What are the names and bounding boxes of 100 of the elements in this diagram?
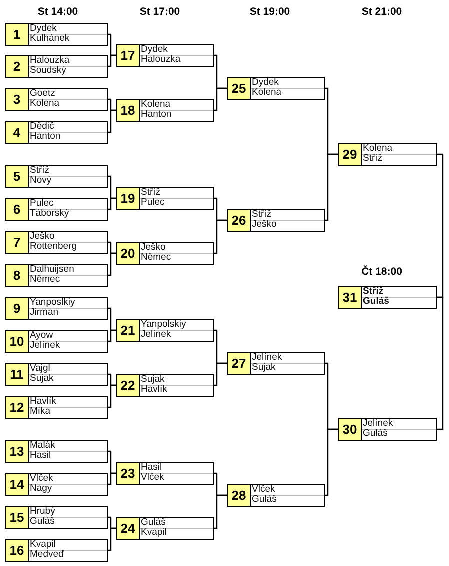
player-name: Halouzka (29, 56, 107, 67)
match-box (338, 143, 437, 166)
match-number: 10 (6, 331, 29, 352)
player-name: Halouzka (140, 55, 182, 65)
player-name: Vlček (29, 474, 107, 485)
bracket-line (108, 110, 116, 134)
player-name: Hanton (140, 110, 173, 120)
match-number: 25 (228, 78, 251, 99)
player-name: Havlík (140, 385, 168, 395)
player-name: Malák (29, 441, 107, 452)
match-box (116, 517, 214, 540)
match-number: 21 (117, 320, 140, 341)
match-box (5, 231, 108, 254)
player-name: Jelínek (362, 419, 436, 430)
match-number: 15 (6, 507, 29, 528)
player-name: Kolena (251, 88, 283, 98)
player-name: Kolena (29, 99, 61, 109)
match-number: 30 (339, 419, 362, 440)
player-name: Dydek (251, 78, 324, 89)
match-number: 5 (6, 166, 29, 187)
match-number: 7 (6, 232, 29, 253)
bracket-line (214, 362, 227, 386)
player-name: Dalhuijsen (29, 265, 107, 276)
match-number: 2 (6, 56, 29, 77)
player-name: Vlček (140, 473, 166, 483)
match-number: 19 (117, 188, 140, 209)
player-name: Havlík (29, 397, 107, 408)
match-box (5, 473, 108, 496)
match-number: 8 (6, 265, 29, 286)
player-name: Hanton (29, 132, 62, 142)
match-number: 9 (6, 298, 29, 319)
player-name: Táborský (29, 209, 70, 219)
bracket-line (108, 198, 116, 210)
match-box (5, 55, 108, 78)
round-time-heading: St 21:00 (362, 6, 402, 18)
match-number: 26 (228, 210, 251, 231)
player-name: Guláš (362, 429, 389, 439)
player-name: Rottenberg (29, 242, 78, 252)
match-number: 24 (117, 518, 140, 539)
match-number: 12 (6, 397, 29, 418)
player-name: Guláš (140, 518, 213, 529)
player-name: Stříž (362, 154, 384, 164)
player-name: Hasil (29, 451, 52, 461)
match-number: 14 (6, 474, 29, 495)
bracket-line (108, 330, 116, 342)
match-number: 6 (6, 199, 29, 220)
player-name: Kvapil (29, 540, 107, 551)
player-name: Stříž (140, 188, 213, 199)
round-time-heading: St 19:00 (250, 6, 290, 18)
round-time-heading: St 17:00 (140, 6, 180, 18)
player-name: Hrubý (29, 507, 107, 518)
player-name: Sujak (251, 363, 277, 373)
match-box (338, 418, 437, 441)
player-name: Guláš (362, 297, 390, 307)
match-number: 31 (339, 287, 362, 308)
match-number: 18 (117, 100, 140, 121)
player-name: Vajgl (29, 364, 107, 375)
match-box (116, 187, 214, 210)
match-box (5, 23, 108, 46)
match-box (5, 88, 108, 111)
match-number: 16 (6, 540, 29, 561)
match-number: 29 (339, 144, 362, 165)
match-box (227, 209, 325, 232)
player-name: Kolena (140, 100, 213, 111)
match-number: 20 (117, 243, 140, 264)
player-name: Guláš (29, 517, 56, 527)
match-number: 3 (6, 89, 29, 110)
player-name: Ješko (140, 243, 213, 254)
match-box (5, 330, 108, 353)
match-number: 17 (117, 45, 140, 66)
player-name: Kulhánek (29, 34, 71, 44)
player-name: Stříž (29, 166, 107, 177)
player-name: Sujak (29, 374, 55, 384)
player-name: Vlček (251, 485, 324, 496)
match-box (5, 396, 108, 419)
bracket-line (108, 472, 116, 486)
player-name: Yanposlkiy (29, 298, 107, 309)
match-box (5, 297, 108, 320)
bracket-line (214, 88, 227, 112)
player-name: Medveď (29, 550, 66, 560)
bracket-line (214, 220, 227, 254)
player-name: Sujak (140, 375, 213, 386)
match-box (116, 44, 214, 67)
player-name: Soudský (29, 66, 68, 76)
match-box (5, 165, 108, 188)
player-name: Jelínek (140, 330, 172, 340)
bracket-line (214, 494, 227, 530)
match-box (116, 374, 214, 397)
match-box (116, 462, 214, 485)
player-name: Guláš (251, 495, 278, 505)
player-name: Ješko (29, 232, 107, 243)
player-name: Jirman (29, 308, 60, 318)
match-box (5, 363, 108, 386)
player-name: Němec (29, 275, 62, 285)
match-box (5, 264, 108, 287)
player-name: Pulec (29, 199, 107, 210)
match-box (227, 484, 325, 507)
player-name: Jelínek (29, 341, 62, 351)
match-box (5, 539, 108, 562)
player-name: Stříž (251, 210, 324, 221)
